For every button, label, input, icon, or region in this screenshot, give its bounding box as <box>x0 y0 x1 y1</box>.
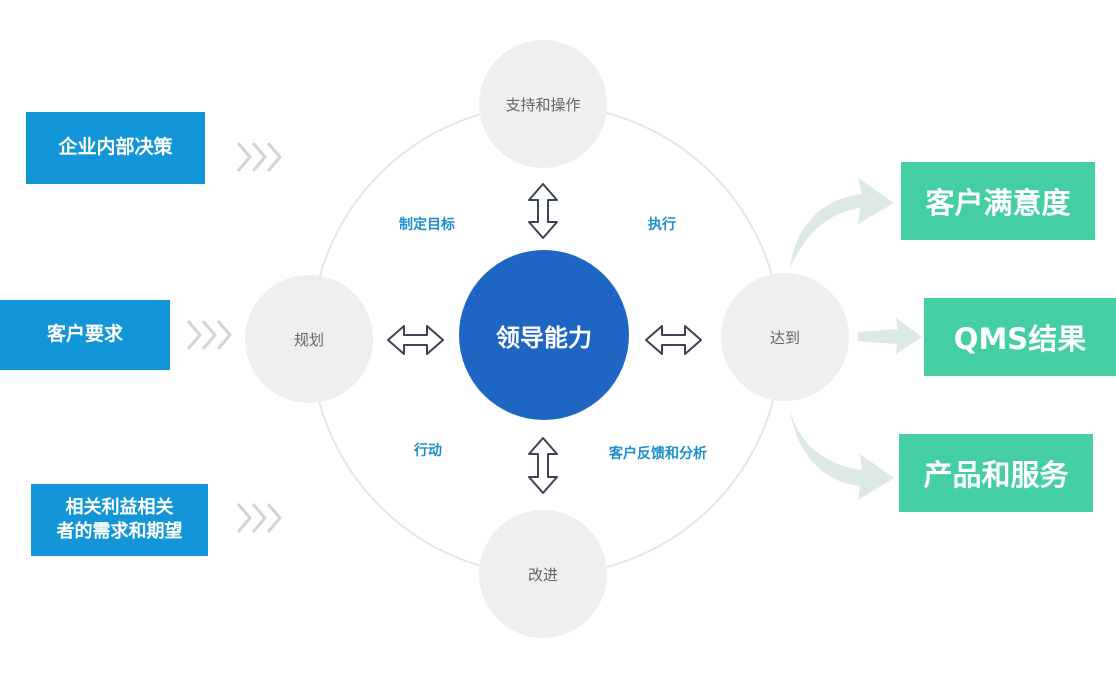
input-box-stakeholder-needs: 相关利益相关 者的需求和期望 <box>31 484 208 556</box>
chevron-arrow-icon <box>186 320 232 350</box>
double-arrow-vertical-icon <box>528 437 558 494</box>
output-arrow-middle-icon <box>858 318 922 354</box>
flow-label-action: 行动 <box>414 443 442 459</box>
node-label: 支持和操作 <box>505 95 581 114</box>
flow-label-set-goals: 制定目标 <box>399 217 455 233</box>
input-box-label: 企业内部决策 <box>58 136 173 159</box>
flow-label-execute: 执行 <box>648 217 676 233</box>
output-box-products-services: 产品和服务 <box>899 434 1093 512</box>
flow-label-customer-feedback: 客户反馈和分析 <box>609 446 707 462</box>
input-box-label: 客户要求 <box>46 323 123 346</box>
output-box-qms-results: QMS结果 <box>924 298 1116 376</box>
node-planning: 规划 <box>245 275 373 403</box>
chevron-arrow-icon <box>236 142 282 172</box>
node-label: 达到 <box>769 328 800 347</box>
node-label: 规划 <box>293 330 324 349</box>
output-arrow-up-icon <box>790 178 894 268</box>
chevron-arrow-icon <box>236 503 282 533</box>
node-achieve: 达到 <box>721 273 849 401</box>
input-box-label: 相关利益相关 者的需求和期望 <box>56 496 183 542</box>
double-arrow-horizontal-icon <box>387 325 444 355</box>
node-improve: 改进 <box>479 510 607 638</box>
input-box-internal-decision: 企业内部决策 <box>26 112 205 184</box>
center-leadership: 领导能力 <box>459 250 629 420</box>
input-box-customer-requirements: 客户要求 <box>0 300 170 370</box>
output-box-label: 产品和服务 <box>923 458 1069 492</box>
center-label: 领导能力 <box>496 323 592 352</box>
node-support-operation: 支持和操作 <box>479 40 607 168</box>
node-label: 改进 <box>527 565 558 584</box>
double-arrow-vertical-icon <box>528 183 558 239</box>
double-arrow-horizontal-icon <box>645 325 702 355</box>
output-arrow-down-icon <box>790 410 894 500</box>
output-box-label: 客户满意度 <box>925 186 1071 220</box>
output-box-label: QMS结果 <box>953 322 1087 356</box>
output-box-customer-satisfaction: 客户满意度 <box>901 162 1095 240</box>
